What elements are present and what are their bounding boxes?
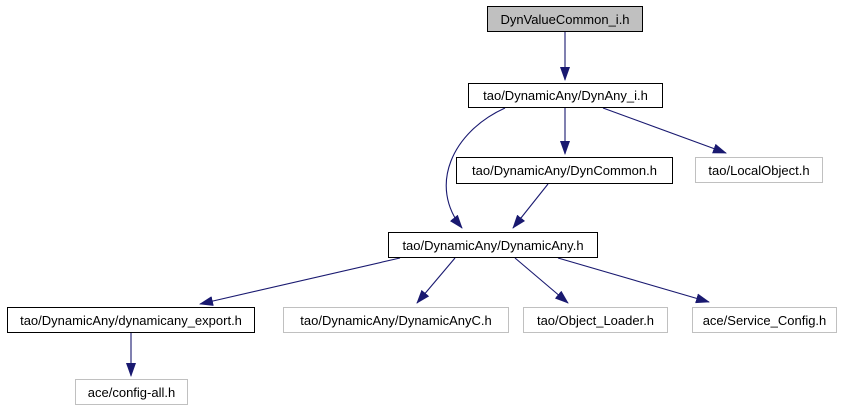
edge-dynamicany-to-object-loader: [514, 257, 569, 304]
node-dynvaluecommon-i-h: DynValueCommon_i.h: [487, 6, 643, 32]
node-dynamicany-export-h[interactable]: tao/DynamicAny/dynamicany_export.h: [7, 307, 255, 333]
node-service-config-h: ace/Service_Config.h: [692, 307, 837, 333]
node-localobject-h: tao/LocalObject.h: [695, 157, 823, 183]
node-dynany-i-h[interactable]: tao/DynamicAny/DynAny_i.h: [468, 83, 663, 108]
edge-dynamicany-to-service-config: [557, 257, 710, 304]
node-dyncommon-h[interactable]: tao/DynamicAny/DynCommon.h: [456, 157, 673, 184]
node-config-all-h: ace/config-all.h: [75, 379, 188, 405]
edge-dynany-i-to-localobject: [602, 107, 727, 154]
edge-dynamicany-to-dynamicanyc: [416, 257, 456, 304]
node-object-loader-h: tao/Object_Loader.h: [523, 307, 668, 333]
edge-dyncommon-to-dynamicany: [512, 183, 549, 229]
node-dynamicanyc-h: tao/DynamicAny/DynamicAnyC.h: [283, 307, 509, 333]
edge-dynany-i-to-dynamicany: [445, 107, 506, 229]
edge-dynamicany-to-dynamicany-export: [199, 257, 401, 306]
node-dynamicany-h[interactable]: tao/DynamicAny/DynamicAny.h: [388, 232, 598, 258]
